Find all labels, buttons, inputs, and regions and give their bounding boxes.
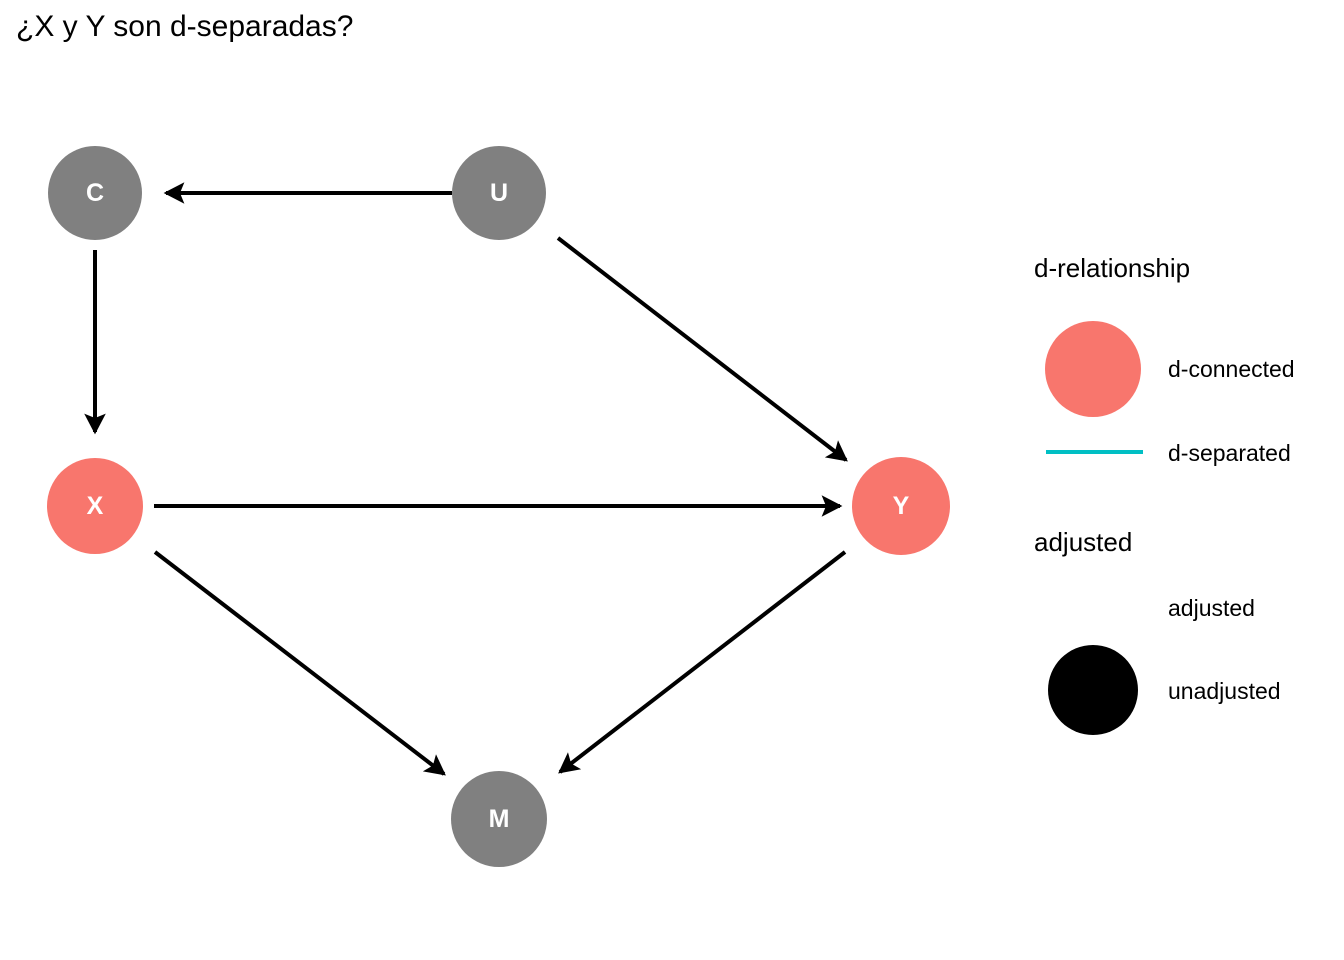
legend-label-adjusted: adjusted [1168, 595, 1255, 621]
node-x[interactable]: X [47, 458, 143, 554]
legend-marker-unadjusted [1048, 645, 1138, 735]
node-label-x: X [86, 491, 104, 520]
page-title: ¿X y Y son d-separadas? [16, 10, 354, 43]
edge-x-to-m [153, 550, 446, 776]
node-label-u: U [489, 178, 509, 207]
node-c[interactable]: C [48, 146, 142, 240]
node-label-c: C [85, 178, 105, 207]
legend-group-title-d-relationship: d-relationship [1034, 253, 1191, 283]
node-u[interactable]: U [452, 146, 546, 240]
legend-marker-d-connected [1045, 321, 1141, 417]
node-m[interactable]: M [451, 771, 547, 867]
legend-label-d-connected: d-connected [1168, 356, 1295, 382]
legend-marker-d-separated [1046, 450, 1143, 454]
node-label-y: Y [892, 491, 910, 520]
edge-y-to-m [558, 550, 847, 774]
node-label-m: M [488, 804, 510, 833]
legend-label-d-separated: d-separated [1168, 440, 1291, 466]
node-y[interactable]: Y [852, 457, 950, 555]
legend-label-unadjusted: unadjusted [1168, 678, 1281, 704]
edge-u-to-y [556, 236, 848, 462]
legend-group-title-adjusted: adjusted [1034, 527, 1133, 557]
